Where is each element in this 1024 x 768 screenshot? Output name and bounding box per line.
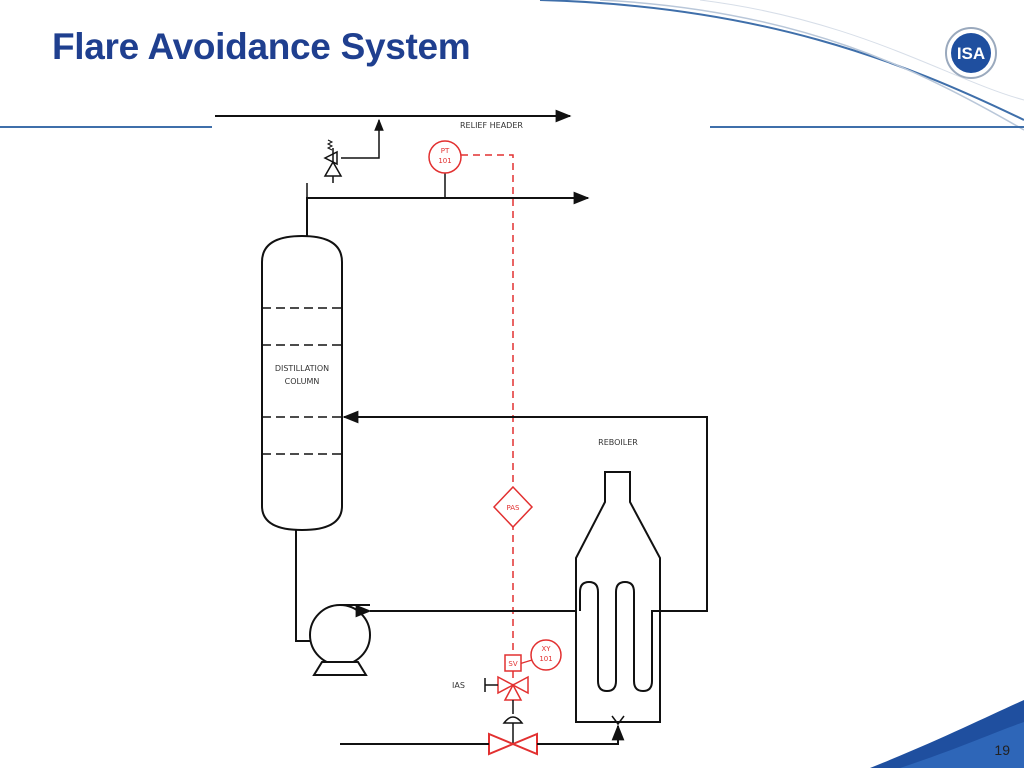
pt-tag: PT <box>441 147 450 155</box>
logo-text: ISA <box>957 44 985 63</box>
ias-label: IAS <box>452 681 465 690</box>
reboiler <box>575 471 661 723</box>
title-rule-right <box>710 126 1024 128</box>
sv-tag: SV <box>508 660 517 668</box>
pas-tag: PAS <box>506 504 520 512</box>
pressure-alarm-switch-pas: PAS <box>492 485 534 529</box>
pump <box>309 604 371 676</box>
relief-header-label: RELIEF HEADER <box>460 121 523 130</box>
xy-tag: XY <box>541 645 551 653</box>
pressure-transmitter-pt101: PT 101 <box>428 140 462 174</box>
page-title: Flare Avoidance System <box>52 26 471 67</box>
pt-number: 101 <box>438 157 451 165</box>
column-label-line2: COLUMN <box>285 377 320 386</box>
solenoid-valve-sv: SV <box>484 654 529 714</box>
relief-valve <box>323 118 384 183</box>
xy-number: 101 <box>539 655 552 663</box>
solenoid-xy101: XY 101 <box>518 639 562 671</box>
isa-logo: ISA <box>945 27 997 79</box>
reboiler-return-line <box>342 410 708 612</box>
title-rule-left <box>0 126 212 128</box>
column-label-line1: DISTILLATION <box>275 364 329 373</box>
page-number: 19 <box>994 742 1010 758</box>
signal-line <box>461 154 514 655</box>
reboiler-label: REBOILER <box>598 438 638 447</box>
fuel-line-to-burner <box>537 724 625 745</box>
fuel-control-valve <box>488 716 538 756</box>
distillation-column <box>261 234 343 532</box>
overhead-vapor-line <box>306 172 590 236</box>
burner <box>611 715 625 726</box>
